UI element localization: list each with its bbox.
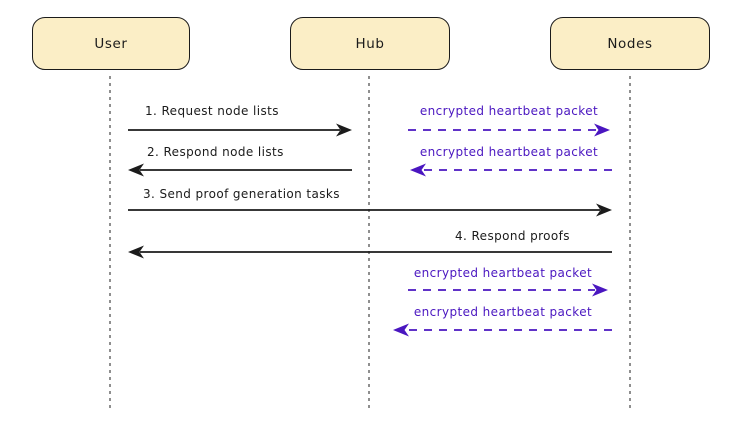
actor-box-user: User [32, 17, 190, 70]
actor-label-hub: Hub [355, 35, 385, 52]
heartbeat-1-arrowhead [594, 123, 610, 137]
heartbeat-1-label: encrypted heartbeat packet [419, 104, 599, 118]
message-2-label: 2. Respond node lists [147, 145, 284, 159]
actor-label-user: User [94, 35, 128, 52]
message-4-arrowhead [128, 245, 144, 259]
actor-box-hub: Hub [290, 17, 450, 70]
message-4-label: 4. Respond proofs [455, 229, 570, 243]
message-1-arrowhead [336, 123, 352, 137]
actor-box-nodes: Nodes [550, 17, 710, 70]
heartbeat-3-arrowhead [592, 283, 608, 297]
heartbeat-2-arrowhead [410, 163, 426, 177]
message-3-label: 3. Send proof generation tasks [143, 187, 340, 201]
message-2-arrowhead [128, 163, 144, 177]
message-3-arrowhead [596, 203, 612, 217]
heartbeat-4-label: encrypted heartbeat packet [413, 305, 593, 319]
heartbeat-4-arrowhead [393, 323, 409, 337]
heartbeat-3-label: encrypted heartbeat packet [413, 266, 593, 280]
actor-label-nodes: Nodes [607, 35, 653, 52]
message-1-label: 1. Request node lists [145, 104, 279, 118]
heartbeat-2-label: encrypted heartbeat packet [419, 145, 599, 159]
